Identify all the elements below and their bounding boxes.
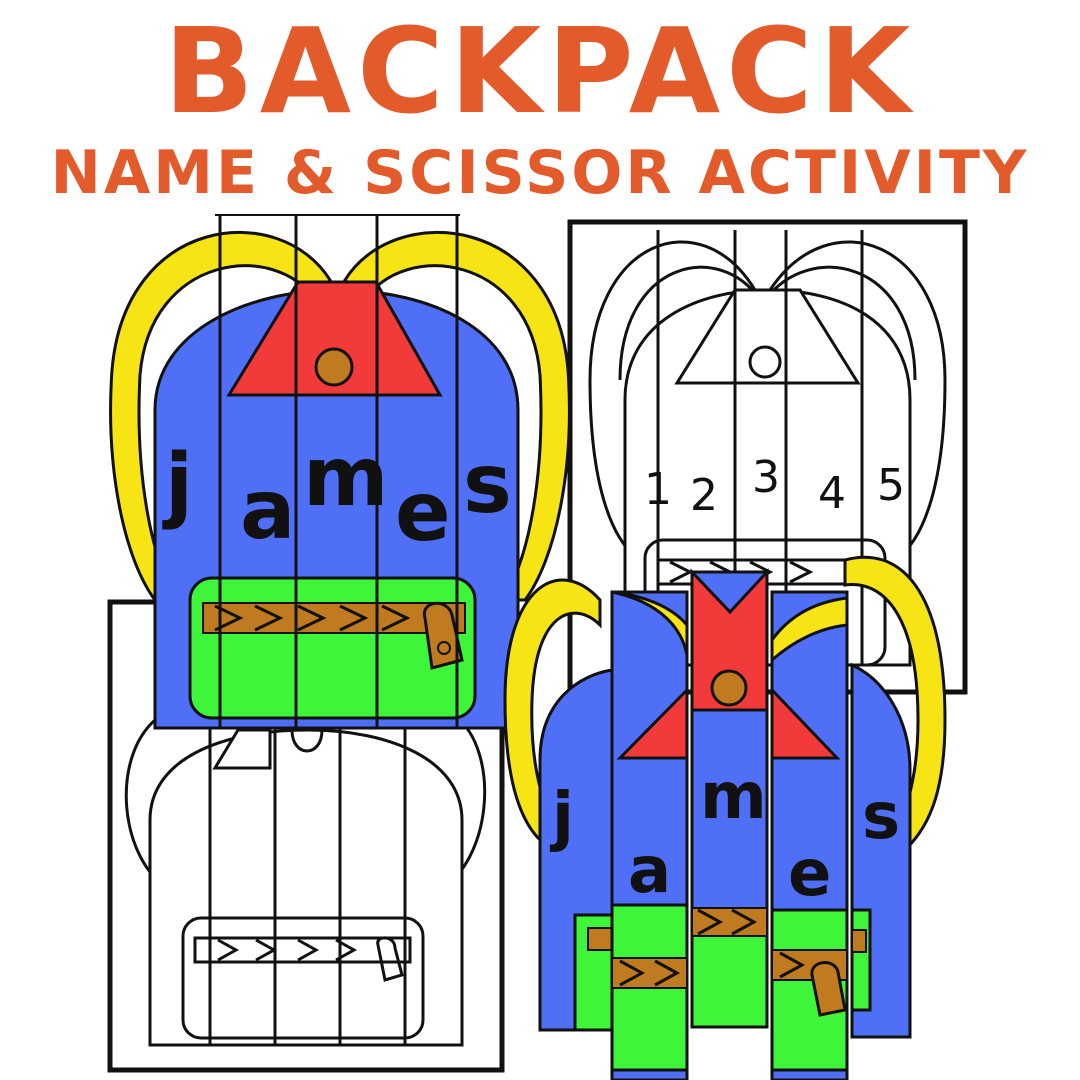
name-letter: a [240, 463, 295, 558]
page-title: BACKPACK [163, 2, 917, 140]
name-letter: s [463, 437, 512, 532]
colored-backpack-assembled [109, 214, 571, 730]
name-letter: e [788, 837, 831, 911]
strip-number: 5 [877, 460, 905, 511]
strip-number: 3 [752, 452, 780, 503]
name-letters-assembled: j a m e s [162, 430, 512, 560]
name-letter: m [700, 760, 767, 834]
name-letter: j [162, 437, 193, 532]
name-letter: s [862, 780, 900, 854]
name-letter: a [628, 834, 671, 908]
name-letter: j [549, 780, 574, 854]
page-subtitle: NAME & SCISSOR ACTIVITY [50, 138, 1030, 208]
strip-numbers: 1 2 3 4 5 [644, 452, 905, 521]
name-letter: e [395, 465, 451, 560]
colored-backpack-cut-strips [503, 555, 947, 1080]
strip-number: 4 [818, 468, 846, 519]
strip-number: 2 [690, 470, 718, 521]
strip-number: 1 [644, 464, 672, 515]
name-letters-cut-strips: j a m e s [549, 760, 900, 911]
name-letter: m [303, 430, 388, 525]
